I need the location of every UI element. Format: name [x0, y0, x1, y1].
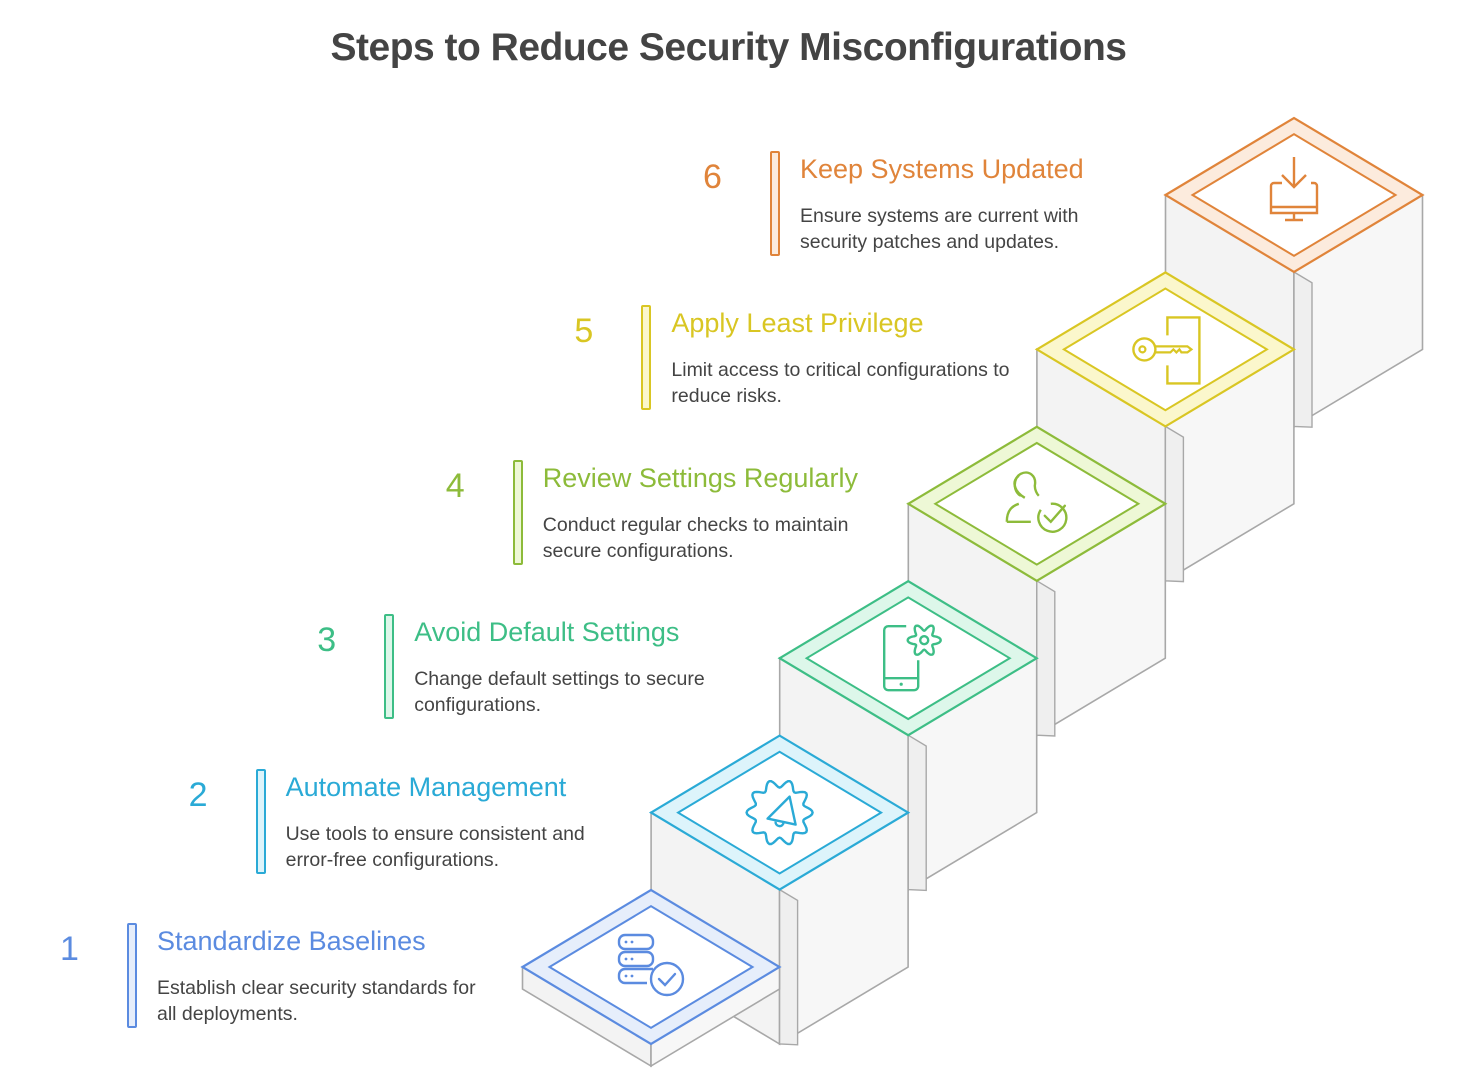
- step-accent-bar: [641, 305, 652, 411]
- step-heading: Apply Least Privilege: [671, 308, 924, 339]
- step-edge-strip: [907, 733, 927, 892]
- key-door-icon: [1132, 316, 1201, 385]
- step-heading: Standardize Baselines: [157, 926, 426, 956]
- step-edge-strip: [1293, 270, 1313, 428]
- step-number: 1: [60, 930, 79, 968]
- step-accent-bar: [127, 923, 137, 1028]
- monitor-download-icon: [1269, 157, 1319, 222]
- step-heading: Review Settings Regularly: [542, 462, 858, 493]
- step-heading: Avoid Default Settings: [414, 617, 680, 648]
- server-check-icon: [617, 933, 685, 997]
- step-accent-bar: [384, 614, 395, 720]
- step-top-inner: [1190, 133, 1398, 257]
- step-number: 4: [445, 466, 465, 505]
- step-top-inner: [1061, 287, 1269, 412]
- step-description: Use tools to ensure consistent and error…: [285, 822, 585, 871]
- step-description: Conduct regular checks to maintain secur…: [542, 513, 849, 562]
- step-accent-bar: [512, 459, 523, 565]
- step-heading: Keep Systems Updated: [800, 154, 1084, 184]
- user-check-icon: [1005, 471, 1068, 533]
- gear-megaphone-icon: [745, 779, 814, 846]
- step-top-inner: [933, 441, 1141, 566]
- step-description: Change default settings to secure config…: [414, 668, 705, 717]
- step-block-3: [777, 579, 1039, 892]
- step-description: Establish clear security standards for a…: [157, 977, 476, 1025]
- step-top-inner: [676, 750, 884, 875]
- step-top-inner: [547, 905, 755, 1029]
- step-description: Limit access to critical configurations …: [671, 359, 1010, 408]
- phone-gear-icon: [883, 624, 942, 692]
- step-top-inner: [804, 596, 1012, 721]
- step-description: Ensure systems are current with security…: [800, 205, 1079, 253]
- step-number: 6: [703, 158, 722, 196]
- step-accent-bar: [770, 151, 780, 256]
- step-number: 3: [317, 621, 337, 660]
- step-edge-strip: [1036, 579, 1056, 737]
- step-accent-bar: [255, 768, 266, 874]
- step-heading: Automate Management: [285, 771, 567, 802]
- step-edge-strip: [778, 888, 799, 1046]
- page-title: Steps to Reduce Security Misconfiguratio…: [330, 26, 1127, 69]
- step-edge-strip: [1164, 425, 1185, 583]
- step-block-5: [1034, 271, 1297, 583]
- step-block-1: [520, 888, 782, 1068]
- step-number: 2: [188, 775, 208, 814]
- step-number: 5: [574, 312, 594, 351]
